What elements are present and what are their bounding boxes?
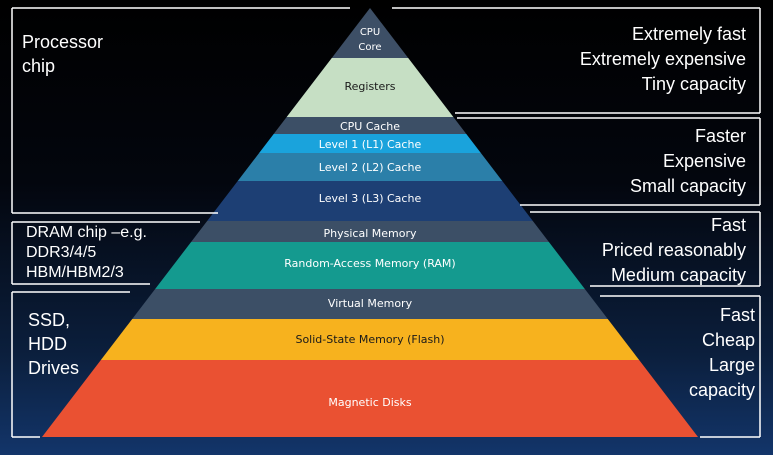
left-label-line: chip xyxy=(22,56,56,76)
layer-shape-flash xyxy=(100,319,640,360)
left-label-storage-drives: SSD, HDD Drives xyxy=(28,308,79,380)
layer-physical-memory: Physical Memory xyxy=(191,221,549,242)
layer-shape-virtual-memory xyxy=(132,289,608,319)
layer-label-magnetic-disks: Magnetic Disks xyxy=(328,396,411,409)
layer-shape-l1-cache xyxy=(259,134,481,153)
layer-label-flash: Solid-State Memory (Flash) xyxy=(295,333,444,346)
left-label-line: Drives xyxy=(28,358,80,378)
right-label-line: Extremely expensive xyxy=(579,49,746,69)
layer-virtual-memory: Virtual Memory xyxy=(132,289,608,319)
right-label-line: Fast xyxy=(719,305,755,325)
right-label-line: Large xyxy=(708,355,755,375)
layer-ram: Random-Access Memory (RAM) xyxy=(155,242,585,289)
right-label-line: Medium capacity xyxy=(610,265,746,285)
right-label-line: Expensive xyxy=(662,151,746,171)
right-label-line: capacity xyxy=(688,380,755,400)
layer-shape-cpu-cache xyxy=(273,117,467,134)
layer-registers: Registers xyxy=(286,58,454,117)
left-label-line: Processor xyxy=(22,32,104,52)
layer-shape-l3-cache xyxy=(207,181,533,221)
layer-label-cpu-core: Core xyxy=(358,42,381,53)
left-label-line: DDR3/4/5 xyxy=(26,244,97,261)
layer-flash: Solid-State Memory (Flash) xyxy=(100,319,640,360)
layer-shape-ram xyxy=(155,242,585,289)
right-label-line: Tiny capacity xyxy=(641,74,746,94)
layer-magnetic-disks: Magnetic Disks xyxy=(42,360,698,437)
layer-label-l3-cache: Level 3 (L3) Cache xyxy=(319,192,422,205)
layer-cpu-core: CPU Core xyxy=(331,8,409,58)
layer-label-ram: Random-Access Memory (RAM) xyxy=(284,257,455,270)
layer-label-cpu-core: CPU xyxy=(360,27,380,38)
right-label-line: Cheap xyxy=(701,330,755,350)
right-label-line: Priced reasonably xyxy=(601,240,746,260)
layer-label-cpu-cache: CPU Cache xyxy=(340,120,400,133)
layer-label-physical-memory: Physical Memory xyxy=(324,227,417,240)
layer-shape-l2-cache xyxy=(237,153,503,181)
left-label-line: HBM/HBM2/3 xyxy=(26,264,124,281)
layer-cpu-cache: CPU Cache xyxy=(273,117,467,134)
layer-label-l2-cache: Level 2 (L2) Cache xyxy=(319,161,422,174)
left-label-processor-chip: Processor chip xyxy=(22,30,103,78)
left-label-line: DRAM chip –e.g. xyxy=(26,224,147,241)
layer-shape-magnetic-disks xyxy=(42,360,698,437)
layer-l1-cache: Level 1 (L1) Cache xyxy=(259,134,481,153)
layer-label-virtual-memory: Virtual Memory xyxy=(328,297,413,310)
right-label-line: Extremely fast xyxy=(631,24,746,44)
layer-shape-cpu-core xyxy=(331,8,409,58)
layer-label-registers: Registers xyxy=(344,80,395,93)
layer-l2-cache: Level 2 (L2) Cache xyxy=(237,153,503,181)
layer-label-l1-cache: Level 1 (L1) Cache xyxy=(319,138,422,151)
left-label-line: SSD, xyxy=(28,310,71,330)
right-label-line: Fast xyxy=(710,215,746,235)
layer-shape-registers xyxy=(286,58,454,117)
left-label-line: HDD xyxy=(28,334,67,354)
right-label-line: Small capacity xyxy=(629,176,746,196)
right-label-line: Faster xyxy=(694,126,746,146)
layer-shape-physical-memory xyxy=(191,221,549,242)
layer-l3-cache: Level 3 (L3) Cache xyxy=(207,181,533,221)
